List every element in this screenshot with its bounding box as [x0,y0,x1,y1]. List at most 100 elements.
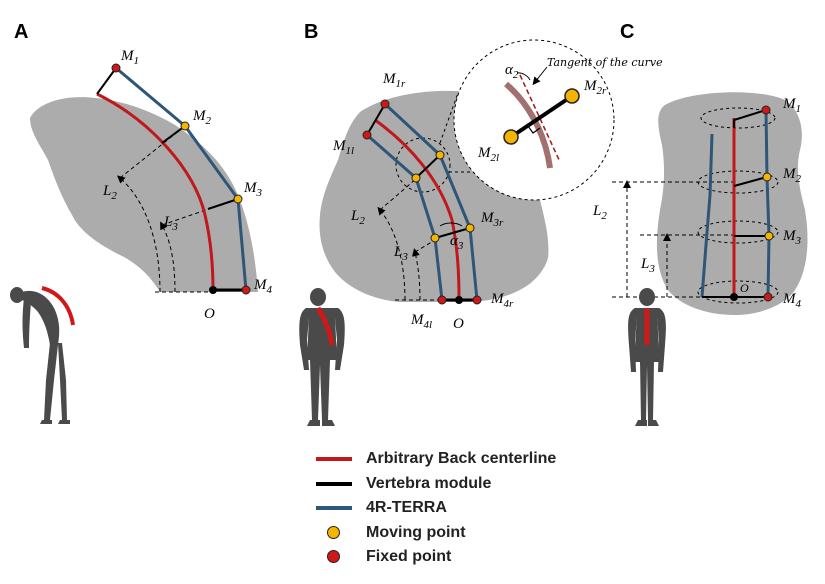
panel-b-human-spine [315,306,335,346]
legend-label: Arbitrary Back centerline [366,450,557,468]
panel-b-inset-m2l-label: M2l [477,145,499,164]
legend-item-centerline: Arbitrary Back centerline [310,447,630,472]
panel-c-l3-label: L3 [640,256,655,275]
panel-c-vertebra-m2 [733,176,768,187]
panel-a-l3-arc [160,221,176,293]
panel-b-m4r-label: M4r [490,291,514,310]
terra-swatch [310,498,366,518]
panel-b-inset-m2r-label: M2r [583,78,607,97]
panel-c: C M1 M2 M3 M4 O L2 [592,21,808,426]
panel-b-m3r-moving-point [465,223,475,233]
panel-c-ellipse-m1 [700,107,776,129]
panel-a-l2-arc [116,175,161,293]
panel-b-m2l-moving-point [411,173,421,183]
legend-item-vertebra: Vertebra module [310,472,630,497]
panel-b-centerline [374,118,461,301]
panel-b-inset-tangent-label: Tangent of the curve [547,56,663,69]
panel-b-origin-point [455,296,463,304]
legend-label: Moving point [366,523,466,541]
panel-c-torso [656,92,808,315]
fixed-point-icon [310,547,366,567]
panel-a-terra-links [115,66,248,291]
panel-b-l2-line [379,177,418,211]
panel-a-m3-label: M3 [243,180,263,199]
vertebra-swatch [310,474,366,494]
panel-a-m2-moving-point [180,121,190,131]
panel-b-m4l-label: M4l [410,312,432,331]
panel-b-m3l-moving-point [430,233,440,243]
panel-b-terra-right [383,102,479,301]
panel-a: A M1 M2 M3 M4 O L2 L3 [10,21,273,424]
panel-b-vertebra-m1 [366,103,386,136]
panel-b: B α2 M2r M2l Tangent of the curve [299,21,663,426]
panel-b-inset-alpha-arc [516,72,531,81]
panel-c-m3-label: M3 [782,228,802,247]
panel-a-m2-label: M2 [192,108,212,127]
panel-b-l3-label: L3 [393,244,408,263]
moving-point-icon [310,523,366,543]
panel-a-m4-fixed-point [241,285,251,295]
panel-b-inset-curve [504,81,553,169]
panel-c-l2-label: L2 [592,203,607,222]
panel-b-m1l-fixed-point [362,130,372,140]
panel-c-m2-label: M2 [782,166,802,185]
panel-c-m3-moving-point [764,231,774,241]
panel-a-l3-label: L3 [163,214,178,233]
panel-a-origin-point [209,286,217,294]
panel-b-vertebra-m3 [434,227,471,239]
panel-b-l2-label: L2 [350,208,365,227]
panel-b-terra-left [366,133,444,301]
panel-b-inset-link [509,94,574,139]
centerline-swatch [310,449,366,469]
panel-b-inset-right-angle [527,125,541,134]
panel-a-m1-label: M1 [120,48,139,67]
panel-a-centerline [96,92,215,291]
panel-b-origin-label: O [453,316,464,332]
panel-b-l3-arc [412,248,421,301]
panel-b-m2r-moving-point [435,150,445,160]
panel-a-label: A [14,21,28,43]
panel-a-m1-fixed-point [111,63,121,73]
panel-b-l3-line [414,239,436,253]
panel-a-m4-label: M4 [253,277,273,296]
panel-b-alpha3-label: α3 [450,233,464,252]
panel-b-m1r-fixed-point [380,99,390,109]
legend-label: Fixed point [366,548,452,566]
panel-a-vertebra-m1 [96,67,117,95]
legend-label: 4R-TERRA [366,499,447,517]
panel-c-origin-point [730,293,738,301]
legend-item-moving-point: Moving point [310,521,630,546]
panel-b-m4r-fixed-point [472,295,482,305]
panel-b-human-figure [299,288,345,426]
panel-c-label: C [620,21,634,43]
panel-c-m1-label: M1 [782,96,801,115]
panel-b-l2-arc [377,206,406,301]
panel-a-human-figure [10,287,70,424]
panel-a-human-spine [41,286,75,326]
panel-c-origin-label: O [740,281,749,295]
panel-c-human-figure [628,288,666,426]
panel-a-origin-label: O [204,306,215,322]
panel-b-inset-m2l-point [503,129,519,145]
panel-b-inset-m2r-point [564,88,580,104]
panel-c-ellipse-m3 [697,220,779,244]
panel-c-m1-fixed-point [761,105,771,115]
panel-a-vertebra-m3 [207,198,239,210]
legend-item-fixed-point: Fixed point [310,545,630,570]
panel-b-m1r-label: M1r [382,71,406,90]
panel-c-m4-fixed-point [763,292,773,302]
panel-b-label: B [304,21,318,43]
panel-b-inset-arrow [532,66,548,86]
panel-c-m2-moving-point [762,172,772,182]
panel-b-m3r-label: M3r [480,210,504,229]
panel-c-terra-left [700,133,714,298]
panel-a-vertebra-m2 [161,125,186,144]
panel-b-m4l-fixed-point [437,295,447,305]
panel-b-zoom-connector-1 [439,92,459,144]
legend-item-terra: 4R-TERRA [310,496,630,521]
panel-a-m3-moving-point [233,194,243,204]
panel-c-ellipse-m4 [697,280,779,304]
panel-c-vertebra-m1 [733,109,767,128]
panel-b-vertebra-m2 [415,154,441,179]
